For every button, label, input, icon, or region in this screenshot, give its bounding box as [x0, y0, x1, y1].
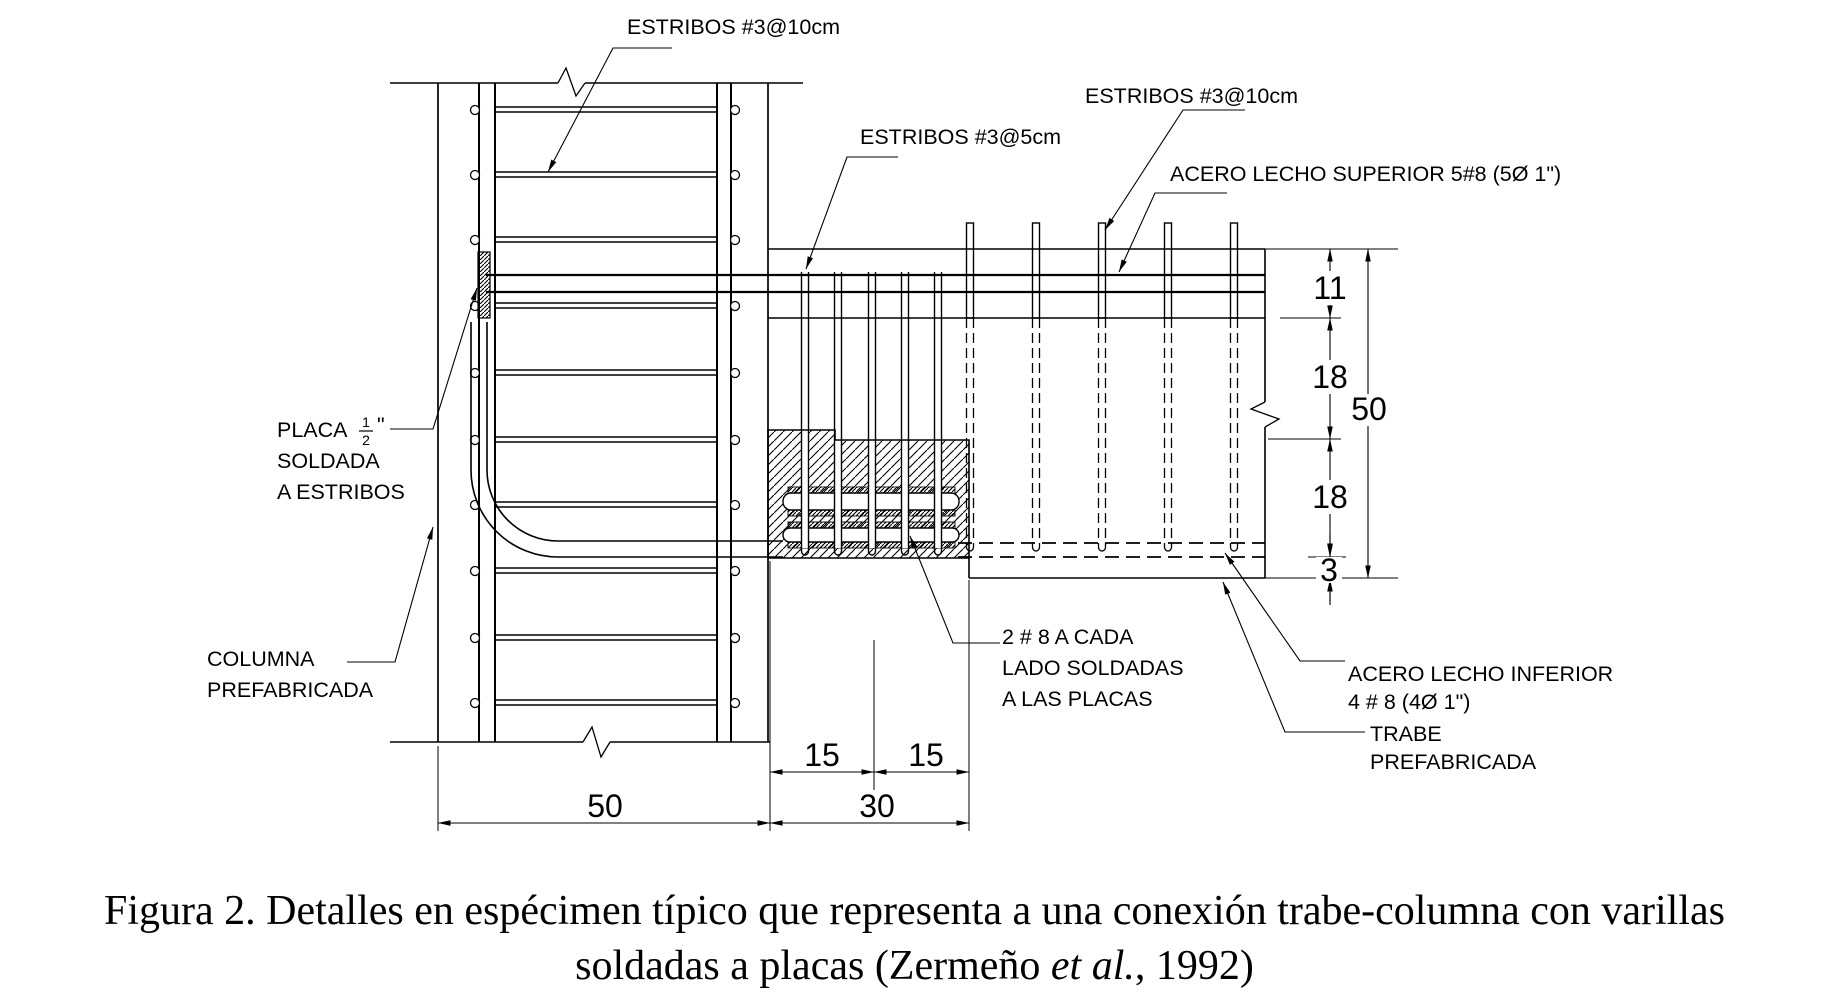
figure-caption: Figura 2. Detalles en espécimen típico q… [0, 884, 1829, 994]
column-precast [390, 66, 803, 759]
dimension-halos [1313, 271, 1391, 583]
label-trabe: TRABE PREFABRICADA [1370, 722, 1537, 774]
label-acero-superior: ACERO LECHO SUPERIOR 5#8 (5Ø 1") [1170, 162, 1561, 186]
dim-joint-half-left: 15 [804, 737, 840, 773]
dim-beam-total: 50 [1351, 391, 1387, 427]
bottom-bars-hidden [958, 542, 1265, 558]
caption-line2-pre: soldadas a placas (Zermeño [575, 943, 1051, 989]
label-soldadas-line3: A LAS PLACAS [1002, 687, 1153, 711]
welded-plate-half-inch [477, 251, 491, 319]
bent-bar [470, 322, 783, 558]
label-placa-frac-den: 2 [362, 432, 370, 448]
label-acero-inferior: ACERO LECHO INFERIOR 4 # 8 (4Ø 1") [1348, 662, 1613, 714]
label-placa-line3: A ESTRIBOS [277, 480, 405, 504]
dim-column-width: 50 [587, 788, 623, 824]
caption-line2: soldadas a placas (Zermeño et al., 1992) [0, 939, 1829, 994]
label-estribos-joint: ESTRIBOS #3@5cm [860, 125, 1061, 149]
label-soldadas-line1: 2 # 8 A CADA [1002, 625, 1134, 649]
label-estribos-beam: ESTRIBOS #3@10cm [1085, 84, 1298, 108]
dim-beam-cover-bottom: 3 [1320, 552, 1338, 588]
beam-stirrups-10cm [965, 222, 1239, 552]
leader-lines [347, 47, 1365, 733]
dim-beam-lower: 18 [1312, 479, 1348, 515]
label-columna-line2: PREFABRICADA [207, 678, 374, 702]
label-placa-line2: SOLDADA [277, 449, 380, 473]
label-acero-inferior-line1: ACERO LECHO INFERIOR [1348, 662, 1613, 686]
label-trabe-line1: TRABE [1370, 722, 1442, 746]
column-stirrups [495, 106, 717, 706]
caption-line2-post: , 1992) [1134, 943, 1254, 989]
label-placa-word: PLACA [277, 418, 348, 442]
dim-joint-width: 30 [859, 788, 895, 824]
caption-line2-italic: et al. [1050, 943, 1135, 989]
label-soldadas-line2: LADO SOLDADAS [1002, 656, 1184, 680]
joint-stirrups-5cm [800, 272, 943, 556]
dim-joint-half-right: 15 [908, 737, 944, 773]
label-placa-frac-num: 1 [362, 414, 370, 430]
label-columna: COLUMNA PREFABRICADA [207, 647, 374, 702]
connection-detail-drawing: ESTRIBOS #3@10cm ESTRIBOS #3@5cm ESTRIBO… [207, 15, 1613, 831]
label-trabe-line2: PREFABRICADA [1370, 750, 1537, 774]
dim-beam-upper: 18 [1312, 359, 1348, 395]
label-columna-line1: COLUMNA [207, 647, 315, 671]
top-bars-5x8 [486, 273, 1265, 294]
label-placa: PLACA 1 2 " SOLDADA A ESTRIBOS [277, 413, 405, 504]
stirrup-hooks [469, 104, 741, 709]
label-placa-inch: " [377, 413, 385, 437]
label-soldadas: 2 # 8 A CADA LADO SOLDADAS A LAS PLACAS [1002, 625, 1184, 711]
label-acero-inferior-line2: 4 # 8 (4Ø 1") [1348, 690, 1470, 714]
caption-line1: Figura 2. Detalles en espécimen típico q… [103, 888, 1726, 934]
dim-beam-cover-top: 11 [1313, 270, 1346, 306]
beam-precast [767, 248, 1281, 579]
label-estribos-column: ESTRIBOS #3@10cm [627, 15, 840, 39]
